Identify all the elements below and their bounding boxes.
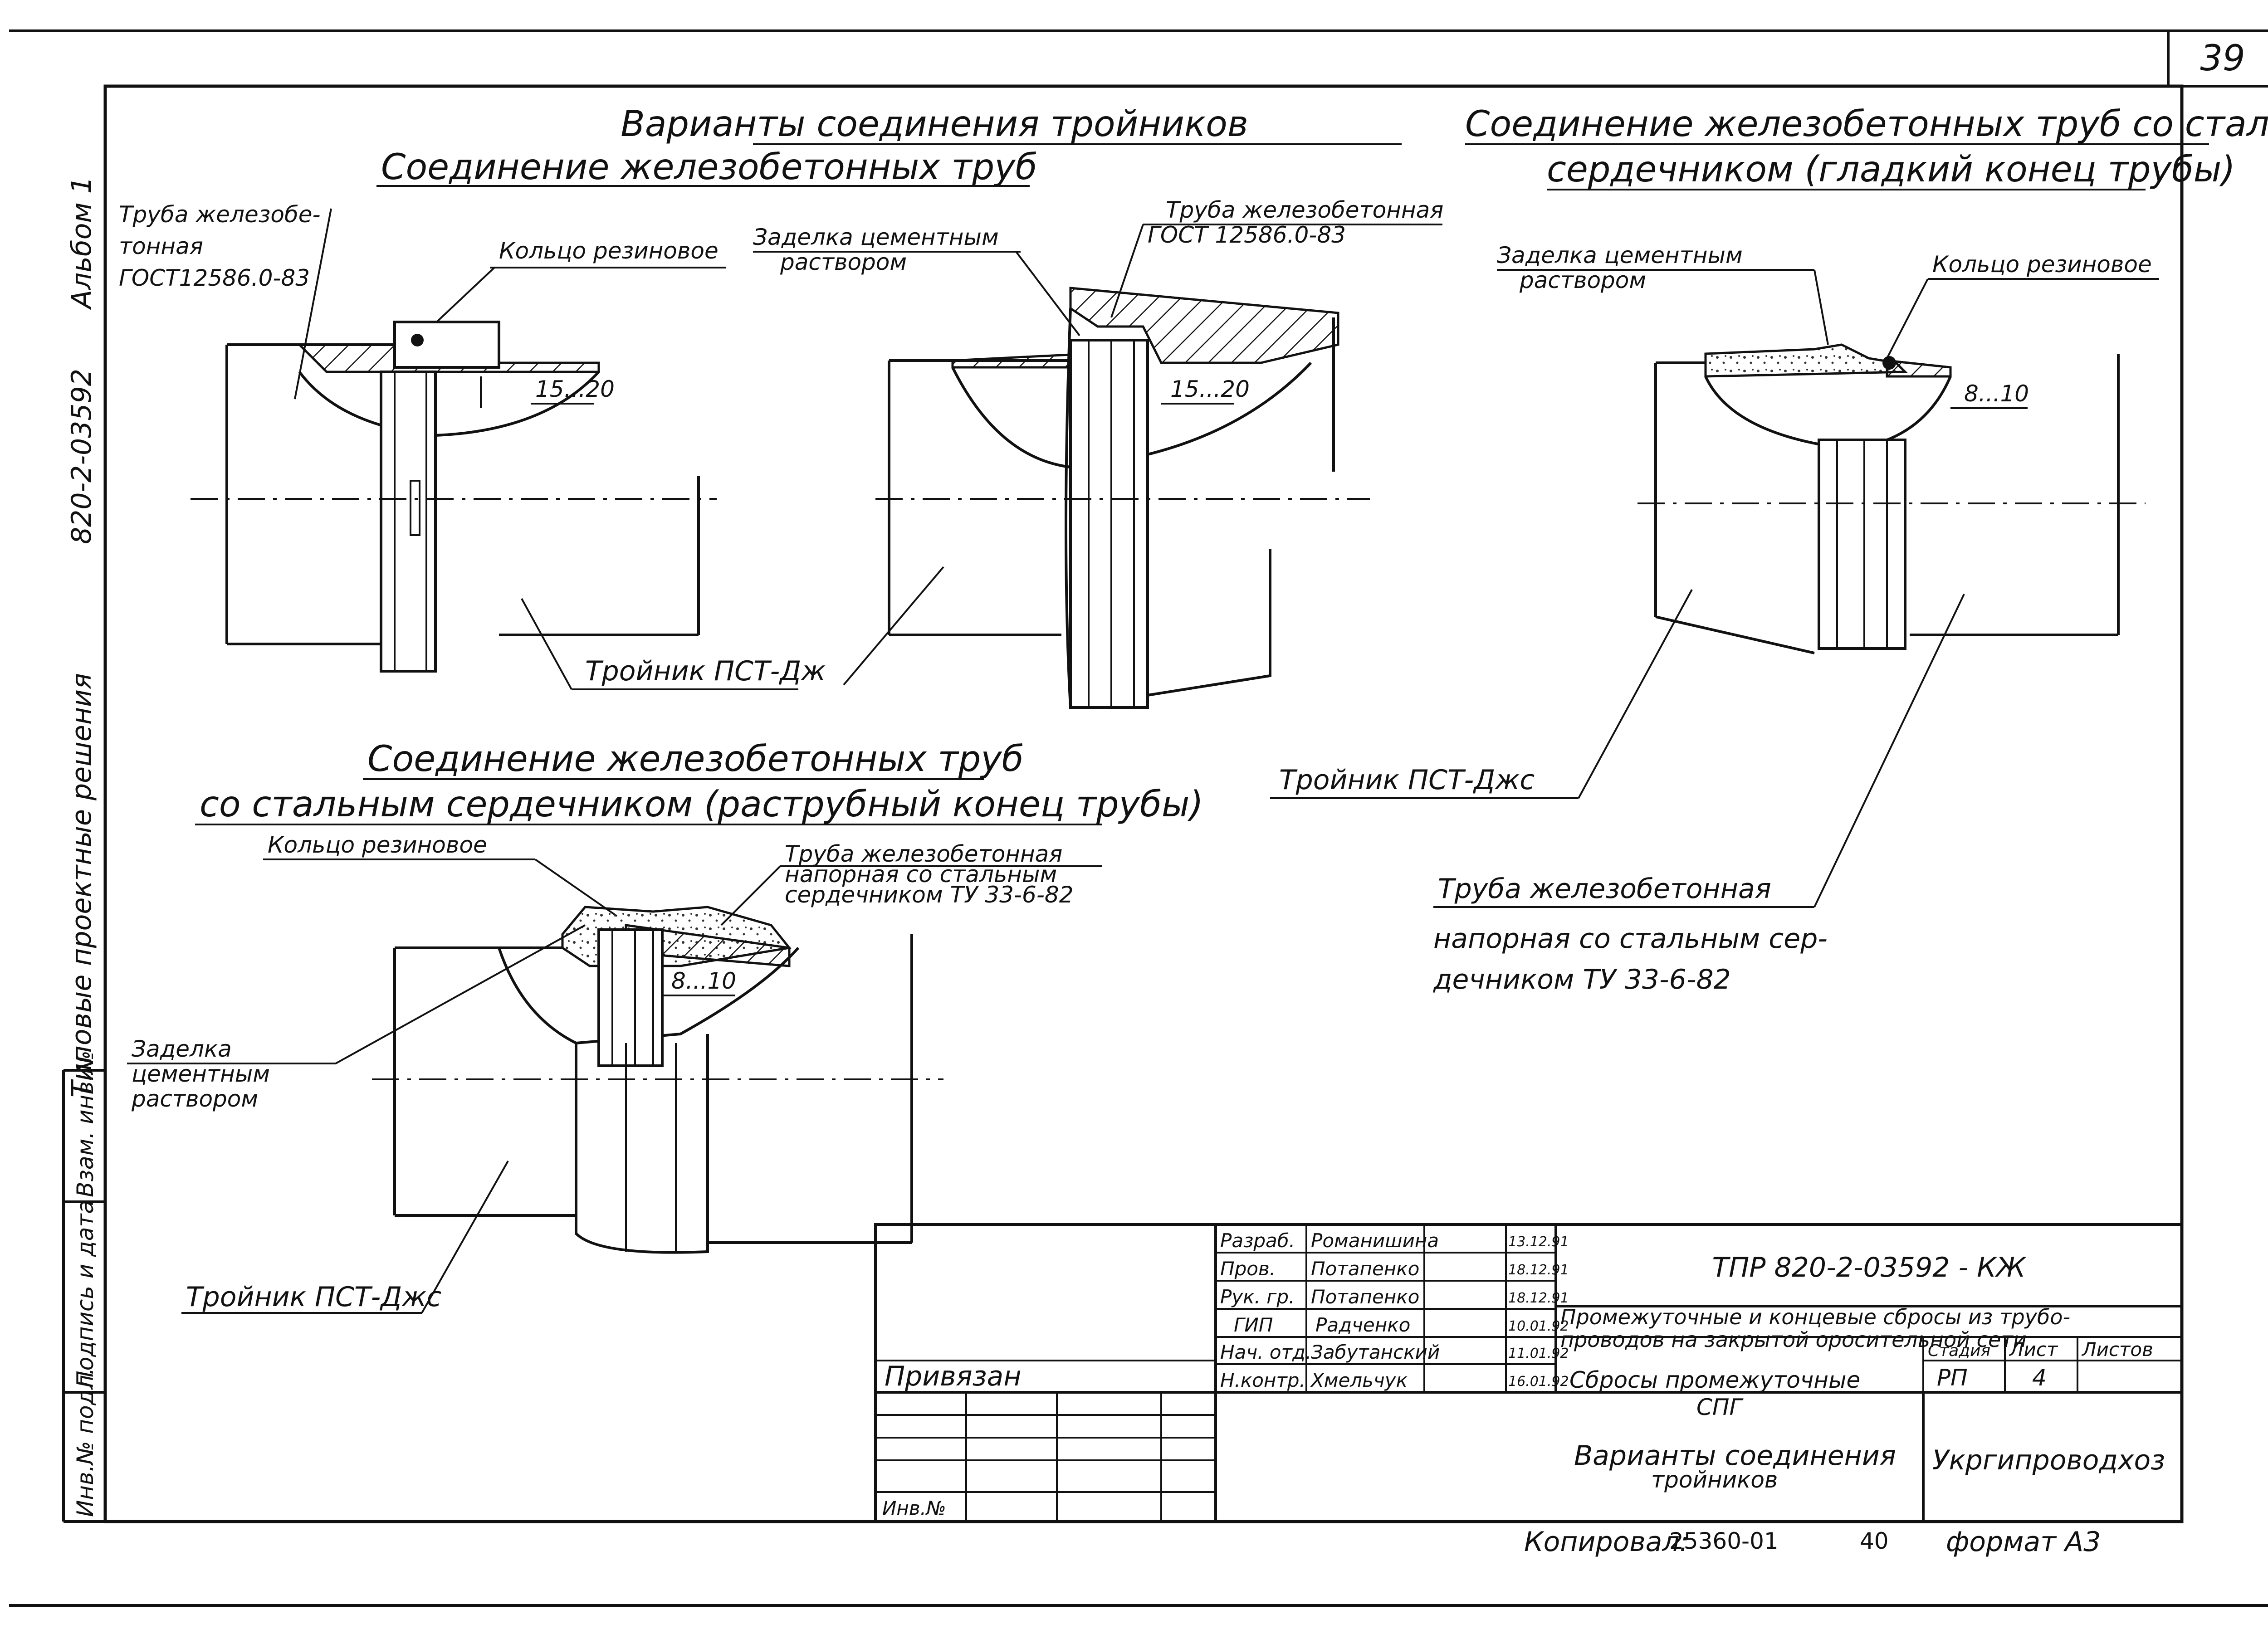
dimension-d: 8...10	[671, 968, 736, 994]
pipe-label-line1: Труба железобе-	[119, 201, 321, 228]
section-d-title1: Соединение железобетонных труб	[367, 739, 1024, 780]
date-1: 13.12.91	[1508, 1234, 1569, 1250]
tee-label-d: Тройник ПСТ-Джс	[186, 1281, 441, 1313]
copied-label: Копировал:	[1524, 1526, 1689, 1558]
dimension-b: 15...20	[1170, 376, 1250, 402]
pipe-label-c3: дечником ТУ 33-6-82	[1433, 964, 1731, 995]
name-6: Хмельчук	[1310, 1369, 1408, 1391]
sheet-title-1: Сбросы промежуточные	[1569, 1367, 1860, 1393]
section-a-title: Соединение железобетонных труб	[381, 147, 1037, 188]
pipe-label-line3: ГОСТ12586.0-83	[119, 265, 310, 291]
stamp-inventory: Инв.№ подл.	[72, 1368, 98, 1517]
sealing-label-d1: Заделка	[132, 1036, 232, 1062]
copy-count: 40	[1860, 1528, 1889, 1554]
sealing-label-c1: Заделка цементным	[1497, 242, 1743, 268]
section-c: Соединение железобетонных труб со стальн…	[1270, 104, 2268, 995]
inv-label: Инв.№	[882, 1497, 946, 1519]
stamp-signature: Подпись и дата	[72, 1200, 98, 1388]
sheet-header: Лист	[2009, 1338, 2058, 1361]
section-d: Соединение железобетонных труб со стальн…	[127, 739, 1203, 1314]
name-1: Романишина	[1311, 1229, 1439, 1252]
pipe-label-c2: напорная со стальным сер-	[1433, 923, 1828, 955]
main-title: Варианты соединения тройников	[621, 104, 1248, 145]
sealing-label-d3: раствором	[131, 1086, 258, 1112]
sheet-value: 4	[2032, 1365, 2047, 1391]
section-d-title2: со стальным сердечником (раструбный коне…	[200, 784, 1203, 825]
date-3: 18.12.91	[1508, 1290, 1569, 1306]
pipe-label-d3: сердечником ТУ 33-6-82	[785, 882, 1074, 908]
bound-label: Привязан	[885, 1361, 1022, 1392]
role-2: Пров.	[1220, 1258, 1276, 1280]
section-c-title2: сердечником (гладкий конец трубы)	[1547, 149, 2235, 190]
tee-label-a: Тройник ПСТ-Дж	[585, 655, 826, 687]
tee-label-c: Тройник ПСТ-Джс	[1279, 764, 1535, 796]
page-number: 39	[2200, 38, 2245, 79]
name-5: Забутанский	[1311, 1341, 1440, 1363]
sealing-label-d2: цементным	[132, 1061, 270, 1087]
drawing-title-1: Варианты соединения	[1574, 1440, 1896, 1472]
name-4: Радченко	[1315, 1314, 1410, 1336]
dimension-c: 8...10	[1964, 380, 2029, 407]
pipe-label-line2: тонная	[119, 233, 203, 259]
stage-value: РП	[1937, 1365, 1968, 1391]
project-line1: Промежуточные и концевые сбросы из трубо…	[1560, 1305, 2070, 1329]
format-label: формат А3	[1946, 1526, 2101, 1558]
title-block: Разраб. Пров. Рук. гр. ГИП Нач. отд. Н.к…	[874, 1223, 2183, 1523]
pipe-label-b2: ГОСТ 12586.0-83	[1148, 222, 1346, 248]
name-3: Потапенко	[1311, 1286, 1419, 1308]
date-4: 10.01.92	[1508, 1318, 1569, 1334]
sheets-header: Листов	[2081, 1338, 2153, 1361]
sealing-label-b2: раствором	[780, 249, 907, 275]
name-2: Потапенко	[1311, 1258, 1419, 1280]
role-3: Рук. гр.	[1220, 1286, 1295, 1308]
side-stamp: Альбом 1 820-2-03592 Типовые проектные р…	[62, 176, 105, 1523]
role-4: ГИП	[1234, 1314, 1273, 1336]
date-2: 18.12.91	[1508, 1262, 1569, 1278]
role-5: Нач. отд.	[1220, 1341, 1311, 1363]
pipe-label-d1: Труба железобетонная	[785, 841, 1062, 867]
ring-label-d: Кольцо резиновое	[268, 832, 487, 858]
date-6: 16.01.92	[1508, 1374, 1569, 1390]
series-title: Типовые проектные решения	[66, 673, 98, 1097]
sealing-label-c2: раствором	[1519, 267, 1646, 293]
section-a: Соединение железобетонных труб Труба жел…	[119, 147, 1037, 690]
pipe-label-b1: Труба железобетонная	[1166, 197, 1443, 223]
doc-code: ТПР 820-2-03592 - КЖ	[1712, 1252, 2027, 1283]
pipe-label-c1: Труба железобетонная	[1438, 873, 1771, 905]
stage-header: Стадия	[1928, 1341, 1990, 1360]
sealing-label-b1: Заделка цементным	[753, 224, 999, 250]
role-6: Н.контр.	[1220, 1369, 1305, 1391]
sheet-title-2: СПГ	[1696, 1394, 1744, 1420]
section-b: Заделка цементным раствором Труба железо…	[753, 197, 1443, 709]
series-code: 820-2-03592	[66, 369, 98, 544]
ring-label: Кольцо резиновое	[499, 238, 719, 264]
album-label: Альбом 1	[66, 176, 98, 310]
date-5: 11.01.92	[1508, 1346, 1569, 1361]
stamp-replaces: Взам. инв.№	[72, 1050, 98, 1197]
ring-label-c: Кольцо резиновое	[1932, 251, 2152, 278]
footer: Копировал: 25360-01 40 формат А3	[1524, 1526, 2101, 1558]
project-line2: проводов на закрытой оросительной сети	[1560, 1327, 2027, 1352]
role-1: Разраб.	[1220, 1229, 1295, 1252]
order-number: 25360-01	[1669, 1528, 1779, 1554]
section-c-title1: Соединение железобетонных труб со стальн…	[1465, 104, 2268, 145]
dimension-a: 15...20	[535, 376, 615, 402]
org-name: Укргипроводхоз	[1932, 1444, 2165, 1476]
drawing-title-2: тройников	[1651, 1467, 1778, 1493]
